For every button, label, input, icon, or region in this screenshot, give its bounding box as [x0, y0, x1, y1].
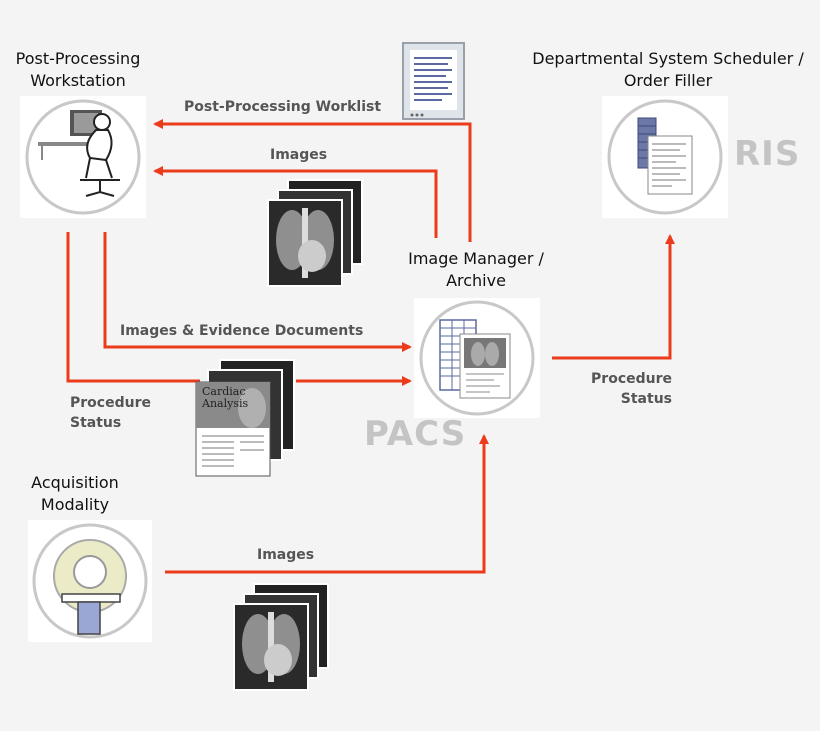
- image-manager-title: Image Manager / Archive: [398, 248, 554, 292]
- procedure-status-workstation-label: Procedure Status: [70, 393, 151, 433]
- document-icon: [402, 42, 465, 120]
- document-title-line1: Cardiac: [202, 385, 246, 398]
- image-manager-title-line1: Image Manager /: [408, 249, 544, 268]
- worklist-document: [402, 42, 466, 124]
- workstation-node: [20, 96, 146, 218]
- status-label-line2: Status: [70, 415, 122, 431]
- ris-label: RIS: [734, 134, 801, 174]
- images-evidence-arrow: [103, 232, 412, 352]
- order-filler-icon: [607, 99, 723, 215]
- scheduler-node: [602, 96, 728, 218]
- scanner-icon: [32, 523, 148, 639]
- acquisition-title-line1: Acquisition: [31, 473, 119, 492]
- procedure-status-pacs-arrow: [552, 234, 675, 360]
- status-label-line2: Status: [620, 391, 672, 407]
- images-modality-label: Images: [257, 547, 315, 563]
- xray-stack-top: [267, 179, 363, 287]
- document-stack-title: Cardiac Analysis: [202, 386, 248, 410]
- post-processing-title: Post-Processing Workstation: [8, 48, 148, 92]
- procedure-label-line1: Procedure: [70, 395, 151, 411]
- scheduler-title-line2: Order Filler: [623, 71, 713, 90]
- images-from-modality-arrow: [165, 434, 489, 574]
- worklist-arrow: [153, 119, 472, 242]
- images-to-workstation-arrow: [153, 166, 438, 238]
- acquisition-title: Acquisition Modality: [20, 472, 130, 516]
- image-manager-title-line2: Archive: [446, 271, 506, 290]
- acquisition-title-line2: Modality: [40, 495, 110, 514]
- scheduler-title: Departmental System Scheduler / Order Fi…: [520, 48, 816, 92]
- workstation-icon: [25, 99, 141, 215]
- acquisition-node: [28, 520, 152, 642]
- evidence-document-stack: [195, 359, 295, 477]
- xray-stack-bottom: [233, 583, 329, 691]
- procedure-status-workstation-arrow: [66, 232, 200, 383]
- image-manager-node: [414, 298, 540, 418]
- procedure-status-pacs-label: Procedure Status: [584, 369, 672, 409]
- post-processing-title-line2: Workstation: [30, 71, 126, 90]
- pacs-label: PACS: [364, 414, 467, 454]
- post-processing-title-line1: Post-Processing: [15, 49, 141, 68]
- document-title-line2: Analysis: [202, 397, 249, 410]
- procedure-label-line1: Procedure: [591, 371, 672, 387]
- worklist-label: Post-Processing Worklist: [184, 99, 382, 115]
- archive-icon: [419, 300, 535, 416]
- images-workstation-label: Images: [270, 147, 328, 163]
- scheduler-title-line1: Departmental System Scheduler /: [532, 49, 804, 68]
- images-evidence-label: Images & Evidence Documents: [120, 323, 364, 339]
